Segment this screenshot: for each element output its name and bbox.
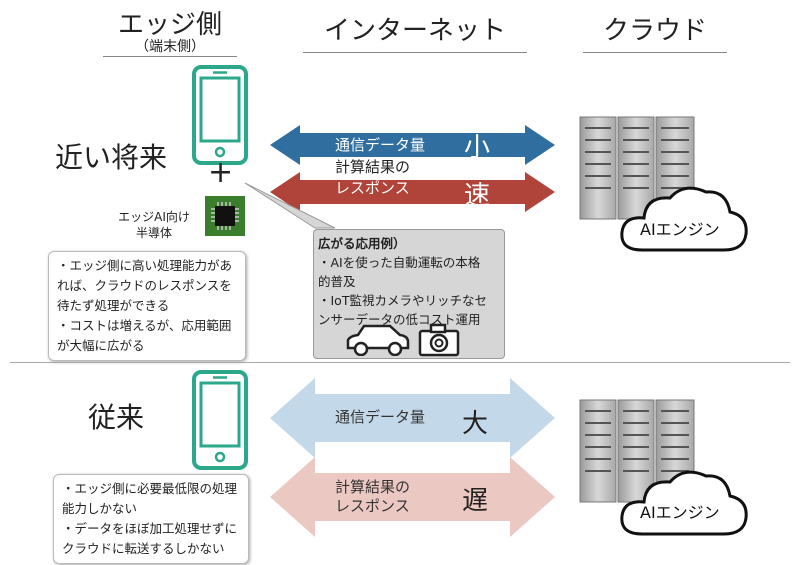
plus-sign: + [208,155,234,190]
callout-line: ・AIを使った自動運転の本格 [318,255,481,270]
arrow-response-text: 計算結果の レスポンス [335,157,410,199]
arrow-response-line2: レスポンス [335,497,410,515]
near-future-label: 近い将来 [55,141,168,174]
data-volume-arrow-large [270,378,555,458]
arrow-response-char: 遅 [462,486,489,516]
car-icon [346,324,410,356]
arrow-data-volume-text: 通信データ量 [335,136,426,154]
response-arrow-fast [270,172,555,212]
arrow-response-line2: レスポンス [335,179,410,197]
smartphone-icon [192,65,248,165]
note-line: ・エッジ側に高い処理能力があ [57,258,233,273]
cloud-icon [620,470,748,536]
callout-line: 的普及 [318,274,356,289]
edge-subheader: （端末側） [135,39,205,55]
arrow-data-volume-char: 大 [462,409,489,439]
callout-line: ・IoT監視カメラやリッチなセ [318,293,487,308]
note-line: 能力しかない [62,501,138,516]
section-divider [10,362,790,363]
application-callout-text: 広がる応用例） ・AIを使った自動運転の本格 的普及 ・IoT監視カメラやリッチ… [318,234,487,329]
callout-pointer [244,182,336,229]
application-callout [313,229,505,359]
chip-label-line2: 半導体 [135,226,172,240]
internet-header: インターネット [323,16,506,46]
arrow-response-text: 計算結果の レスポンス [335,478,410,516]
cloud-icon [620,186,748,252]
edge-header: エッジ側 [117,10,222,40]
response-arrow-slow [270,457,555,537]
ai-engine-label: AIエンジン [640,220,720,239]
chip-label-line1: エッジAI向け [118,210,190,224]
note-line: れば、クラウドのレスポンスを [57,278,232,293]
edge-header-underline [103,56,237,57]
callout-title: 広がる応用例） [318,236,406,251]
note-line: クラウドに転送するしかない [62,541,225,556]
data-volume-arrow-small [270,125,555,165]
near-future-note: ・エッジ側に高い処理能力があ れば、クラウドのレスポンスを 待たず処理ができる … [48,251,246,361]
note-line: ・データをほぼ加工処理せずに [62,521,238,536]
arrow-data-volume-char: 小 [464,133,491,163]
callout-line: ンサーデータの低コスト運用 [318,312,481,327]
chip-label: エッジAI向け 半導体 [106,209,202,241]
arrow-response-line1: 計算結果の [335,478,411,496]
ai-engine-label: AIエンジン [640,503,720,522]
arrow-response-char: 速 [464,181,491,211]
note-line: 待たず処理ができる [57,298,170,313]
internet-header-underline [303,52,527,53]
cloud-header: クラウド [602,16,707,46]
camera-icon [418,323,460,357]
note-line: ・コストは増えるが、応用範囲 [57,318,232,333]
note-line: ・エッジ側に必要最低限の処理 [62,481,238,496]
arrow-data-volume-text: 通信データ量 [335,408,426,426]
conventional-note: ・エッジ側に必要最低限の処理 能力しかない ・データをほぼ加工処理せずに クラウ… [53,474,249,564]
conventional-label: 従来 [88,401,145,434]
cloud-header-underline [583,52,727,53]
smartphone-icon [192,370,248,470]
chip-icon [205,196,245,236]
note-line: が大幅に広がる [57,338,145,353]
arrow-response-line1: 計算結果の [335,158,411,176]
